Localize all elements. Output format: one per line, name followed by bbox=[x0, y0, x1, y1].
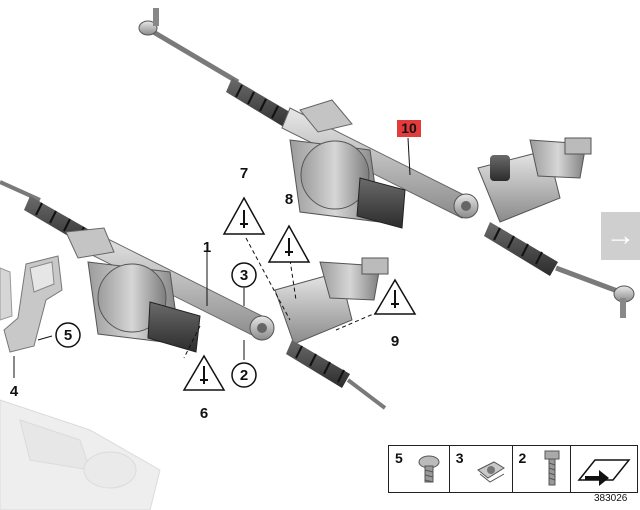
svg-text:5: 5 bbox=[64, 327, 72, 344]
figure-id: 383026 bbox=[594, 493, 628, 504]
pointer-arrow-icon bbox=[577, 459, 631, 486]
steering-rack-upper bbox=[138, 8, 635, 318]
callout-10-highlighted[interactable]: 10 bbox=[397, 120, 421, 137]
screw-icon bbox=[418, 455, 440, 483]
clip-nut-icon bbox=[476, 461, 505, 483]
legend-item-bolt: 2 bbox=[513, 446, 572, 492]
callout-circle-2: 2 bbox=[231, 362, 257, 388]
fastener-legend: 5 3 2 bbox=[388, 445, 638, 493]
svg-text:3: 3 bbox=[240, 267, 248, 284]
arrow-right-icon: → bbox=[605, 219, 636, 252]
warning-triangle-8 bbox=[267, 224, 311, 263]
bolt-icon bbox=[544, 450, 559, 486]
callout-circle-3: 3 bbox=[231, 262, 257, 288]
callout-6: 6 bbox=[200, 405, 208, 422]
callout-9: 9 bbox=[391, 333, 399, 350]
legend-item-pointer bbox=[571, 446, 637, 492]
legend-item-screw: 5 bbox=[389, 446, 450, 492]
adjacent-assembly-faded bbox=[0, 399, 161, 510]
legend-item-clip-nut: 3 bbox=[450, 446, 513, 492]
callout-4: 4 bbox=[10, 383, 19, 400]
svg-text:2: 2 bbox=[240, 367, 248, 384]
warning-triangle-9 bbox=[373, 278, 417, 315]
callout-circle-5: 5 bbox=[55, 322, 81, 348]
callout-1: 1 bbox=[203, 239, 211, 256]
callout-7: 7 bbox=[240, 165, 248, 182]
next-arrow-button[interactable]: → bbox=[601, 212, 640, 260]
callout-8: 8 bbox=[285, 191, 293, 208]
warning-triangle-6 bbox=[182, 354, 226, 391]
heat-shield-part-4 bbox=[0, 255, 63, 378]
warning-triangle-7 bbox=[222, 196, 266, 235]
